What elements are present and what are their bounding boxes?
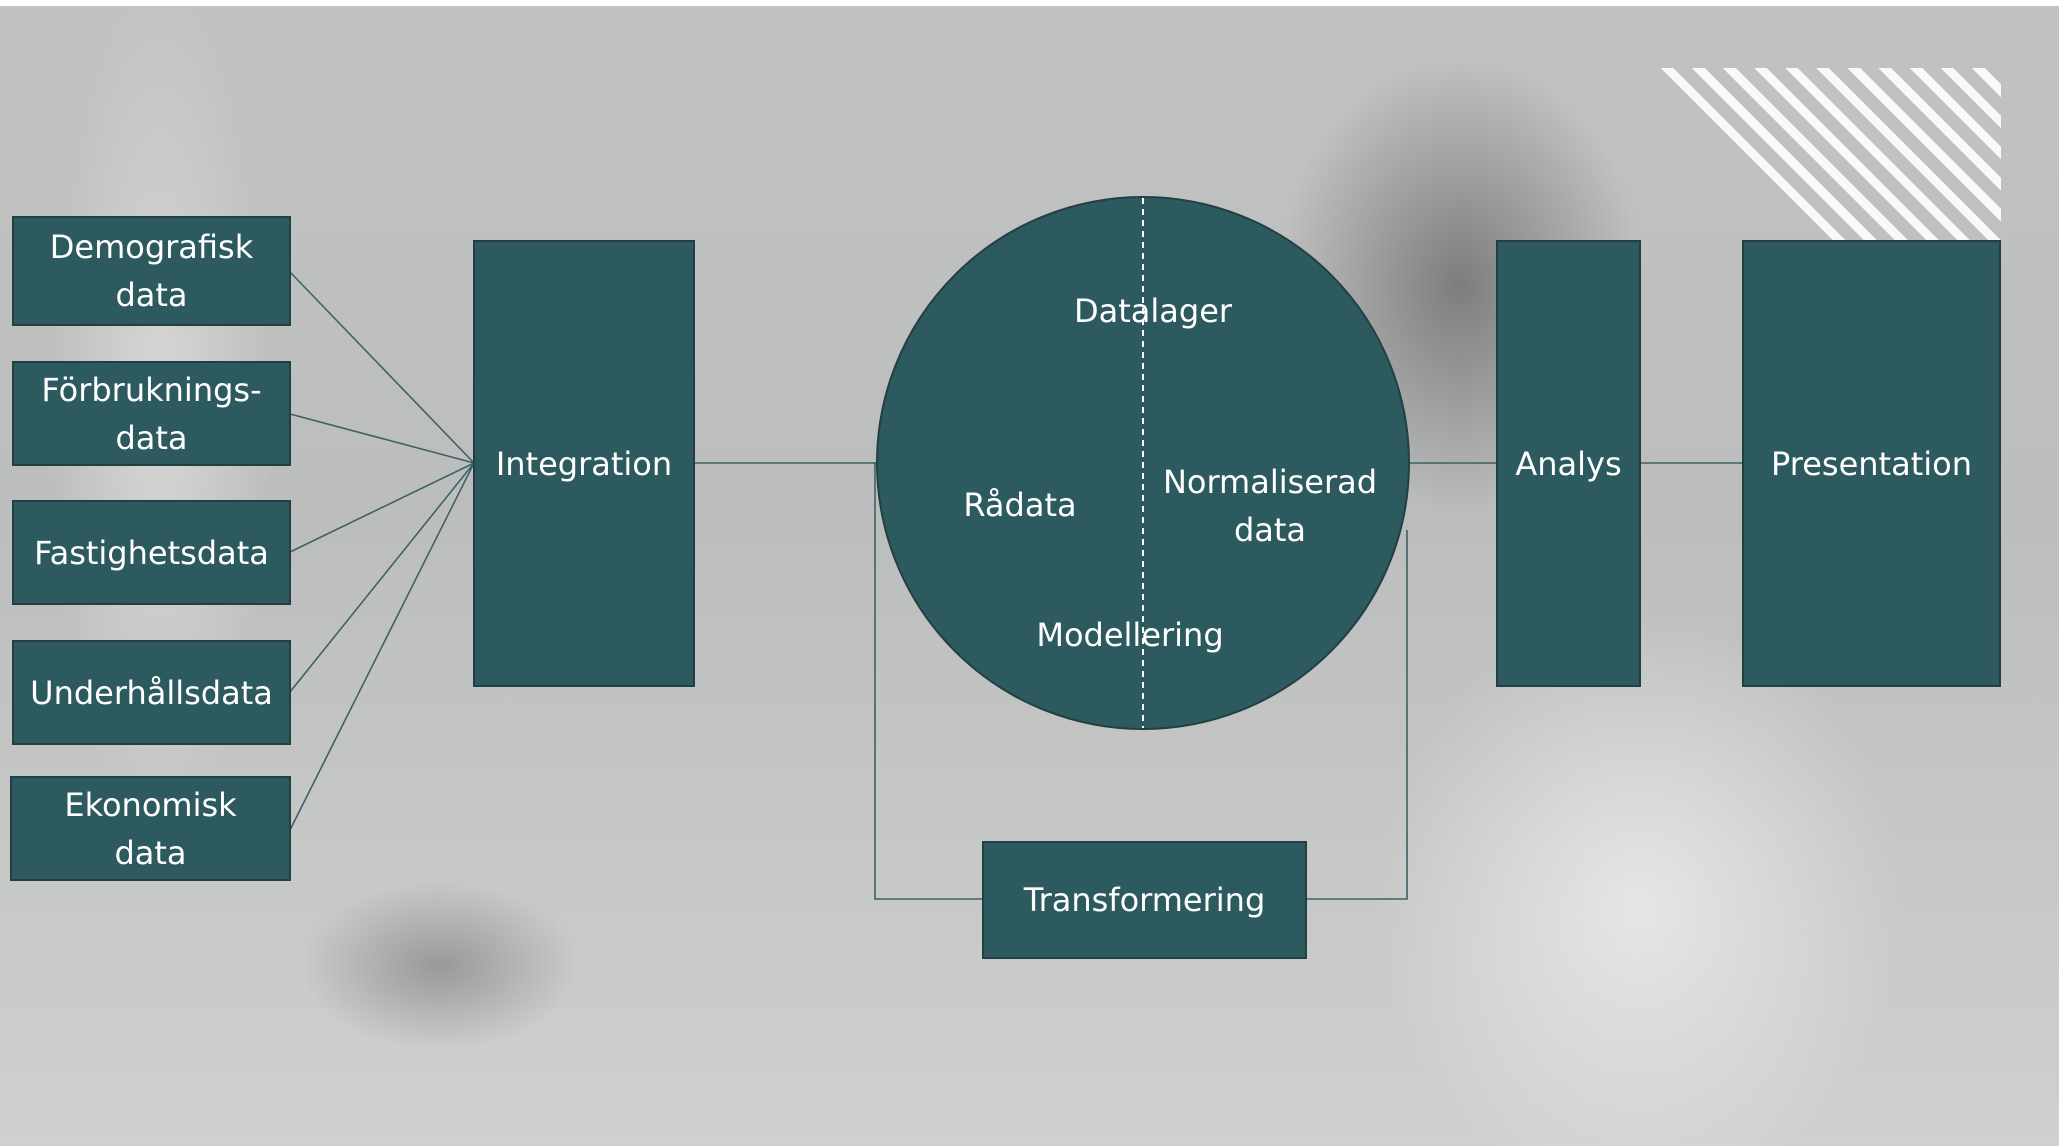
connector-demografisk-integration	[289, 271, 475, 464]
modellering-label: Modellering	[1036, 616, 1224, 654]
top-margin	[0, 0, 2059, 6]
source-box-fastighets: Fastighetsdata	[12, 500, 291, 605]
transformering-box: Transformering	[982, 841, 1307, 959]
analys-label: Analys	[1515, 444, 1622, 483]
source-box-demografisk: Demografisk data	[12, 216, 291, 326]
source-label-demografisk: Demografisk data	[49, 228, 254, 314]
source-label-fastighets: Fastighetsdata	[34, 533, 269, 572]
connector-underhalls-integration	[289, 462, 475, 693]
source-box-ekonomisk: Ekonomisk data	[10, 776, 291, 881]
connector-loop-right	[1306, 530, 1408, 900]
source-box-underhalls: Underhållsdata	[12, 640, 291, 745]
analys-box: Analys	[1496, 240, 1641, 687]
presentation-box: Presentation	[1742, 240, 2001, 687]
connector-fastighets-integration	[289, 462, 475, 553]
source-label-underhalls: Underhållsdata	[30, 673, 273, 712]
integration-box: Integration	[473, 240, 695, 687]
source-label-ekonomisk: Ekonomisk data	[64, 785, 237, 872]
connector-ekonomisk-integration	[289, 462, 475, 831]
normaliserad-data-label: Normaliserad data	[1162, 463, 1378, 549]
source-box-forbruknings: Förbruknings- data	[12, 361, 291, 466]
radata-label: Rådata	[963, 486, 1077, 524]
integration-label: Integration	[495, 444, 673, 483]
transformering-label: Transformering	[1023, 881, 1266, 919]
presentation-label: Presentation	[1771, 444, 1972, 483]
connector-forbruknings-integration	[289, 413, 475, 464]
source-label-forbruknings: Förbruknings- data	[41, 370, 262, 457]
datalager-title: Datalager	[1073, 292, 1233, 330]
